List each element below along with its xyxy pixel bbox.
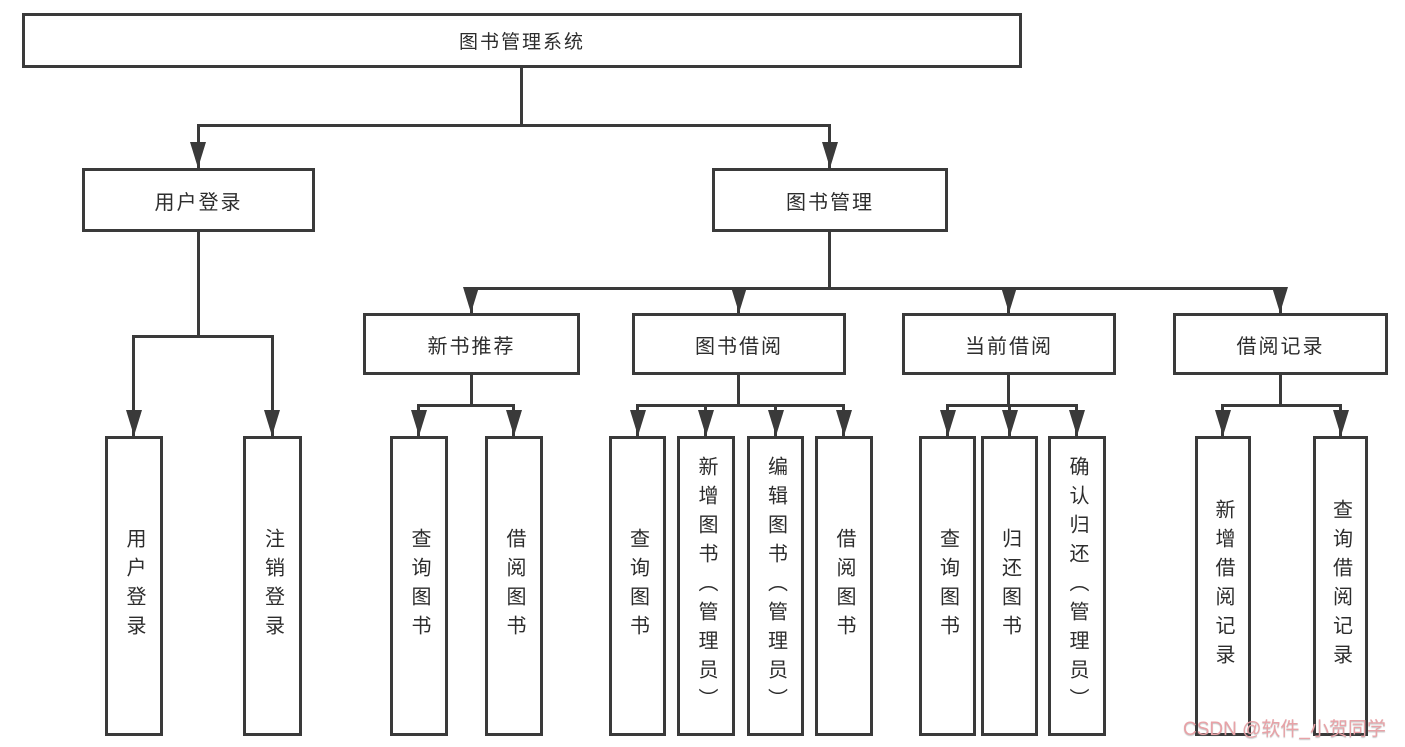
node-label: 用户登录	[154, 191, 243, 214]
leaf-user-login: 用户登录	[105, 436, 163, 736]
connector-line	[471, 287, 1282, 290]
leaf-label: 查询借阅记录	[1329, 499, 1352, 673]
node-current-borrowing: 当前借阅	[902, 313, 1116, 375]
connector-line	[1221, 404, 1342, 407]
node-book-borrowing: 图书借阅	[632, 313, 846, 375]
leaf-confirm-return-admin: 确认归还（管理员）	[1048, 436, 1106, 736]
leaf-label: 注销登录	[261, 528, 284, 644]
leaf-label: 新增图书（管理员）	[695, 455, 717, 717]
arrow-down-icon	[463, 287, 479, 313]
arrow-down-icon	[506, 410, 522, 436]
arrow-down-icon	[126, 410, 142, 436]
connector-line	[737, 375, 740, 404]
leaf-add-book-admin: 新增图书（管理员）	[677, 436, 735, 736]
connector-line	[133, 335, 274, 338]
leaf-label: 用户登录	[123, 528, 145, 644]
connector-line	[520, 68, 523, 124]
node-label: 图书借阅	[695, 335, 783, 358]
leaf-label: 查询图书	[626, 528, 649, 644]
node-label: 新书推荐	[427, 335, 516, 358]
node-label: 借阅记录	[1236, 335, 1325, 358]
arrow-down-icon	[768, 410, 784, 436]
leaf-add-borrow-record: 新增借阅记录	[1195, 436, 1251, 736]
arrow-down-icon	[264, 410, 280, 436]
arrow-down-icon	[822, 142, 838, 168]
arrow-down-icon	[698, 410, 714, 436]
leaf-borrow-books-borrowing: 借阅图书	[815, 436, 873, 736]
leaf-label: 借阅图书	[833, 528, 855, 644]
node-label: 图书管理	[786, 191, 874, 214]
leaf-label: 借阅图书	[503, 528, 525, 644]
connector-line	[418, 404, 515, 407]
arrow-down-icon	[940, 410, 956, 436]
arrow-down-icon	[190, 142, 206, 168]
connector-line	[470, 375, 473, 404]
leaf-label: 编辑图书（管理员）	[764, 455, 787, 717]
arrow-down-icon	[1001, 287, 1017, 313]
leaf-label: 确认归还（管理员）	[1066, 455, 1088, 717]
arrow-down-icon	[1215, 410, 1231, 436]
leaf-label: 新增借阅记录	[1212, 499, 1234, 673]
arrow-down-icon	[630, 410, 646, 436]
arrow-down-icon	[1002, 410, 1018, 436]
arrow-down-icon	[1333, 410, 1349, 436]
leaf-label: 归还图书	[998, 528, 1021, 644]
node-borrowing-records: 借阅记录	[1173, 313, 1388, 375]
leaf-borrow-books-recommend: 借阅图书	[485, 436, 543, 736]
connector-line	[946, 404, 1078, 407]
node-user-login: 用户登录	[82, 168, 315, 232]
leaf-query-borrow-record: 查询借阅记录	[1313, 436, 1368, 736]
leaf-label: 查询图书	[408, 528, 430, 644]
node-new-book-recommendation: 新书推荐	[363, 313, 580, 375]
leaf-query-books-recommend: 查询图书	[390, 436, 448, 736]
connector-line	[197, 232, 200, 335]
connector-line	[1279, 375, 1282, 404]
connector-line	[271, 335, 274, 436]
connector-line	[828, 232, 831, 287]
leaf-logout: 注销登录	[243, 436, 302, 736]
leaf-query-books-borrowing: 查询图书	[609, 436, 666, 736]
arrow-down-icon	[836, 410, 852, 436]
connector-line	[637, 404, 845, 407]
node-label: 当前借阅	[965, 335, 1053, 358]
leaf-query-books-current: 查询图书	[919, 436, 976, 736]
csdn-watermark: CSDN @软件_小贺同学	[1183, 719, 1386, 740]
leaf-label: 查询图书	[936, 528, 959, 644]
node-book-management: 图书管理	[712, 168, 948, 232]
leaf-edit-book-admin: 编辑图书（管理员）	[747, 436, 804, 736]
connector-line	[1007, 375, 1010, 404]
node-label: 图书管理系统	[458, 32, 585, 53]
node-root-library-management-system: 图书管理系统	[22, 13, 1022, 68]
arrow-down-icon	[1272, 287, 1288, 313]
arrow-down-icon	[1069, 410, 1085, 436]
arrow-down-icon	[731, 287, 747, 313]
connector-line	[132, 335, 135, 436]
leaf-return-book: 归还图书	[981, 436, 1038, 736]
arrow-down-icon	[411, 410, 427, 436]
connector-line	[197, 124, 831, 127]
